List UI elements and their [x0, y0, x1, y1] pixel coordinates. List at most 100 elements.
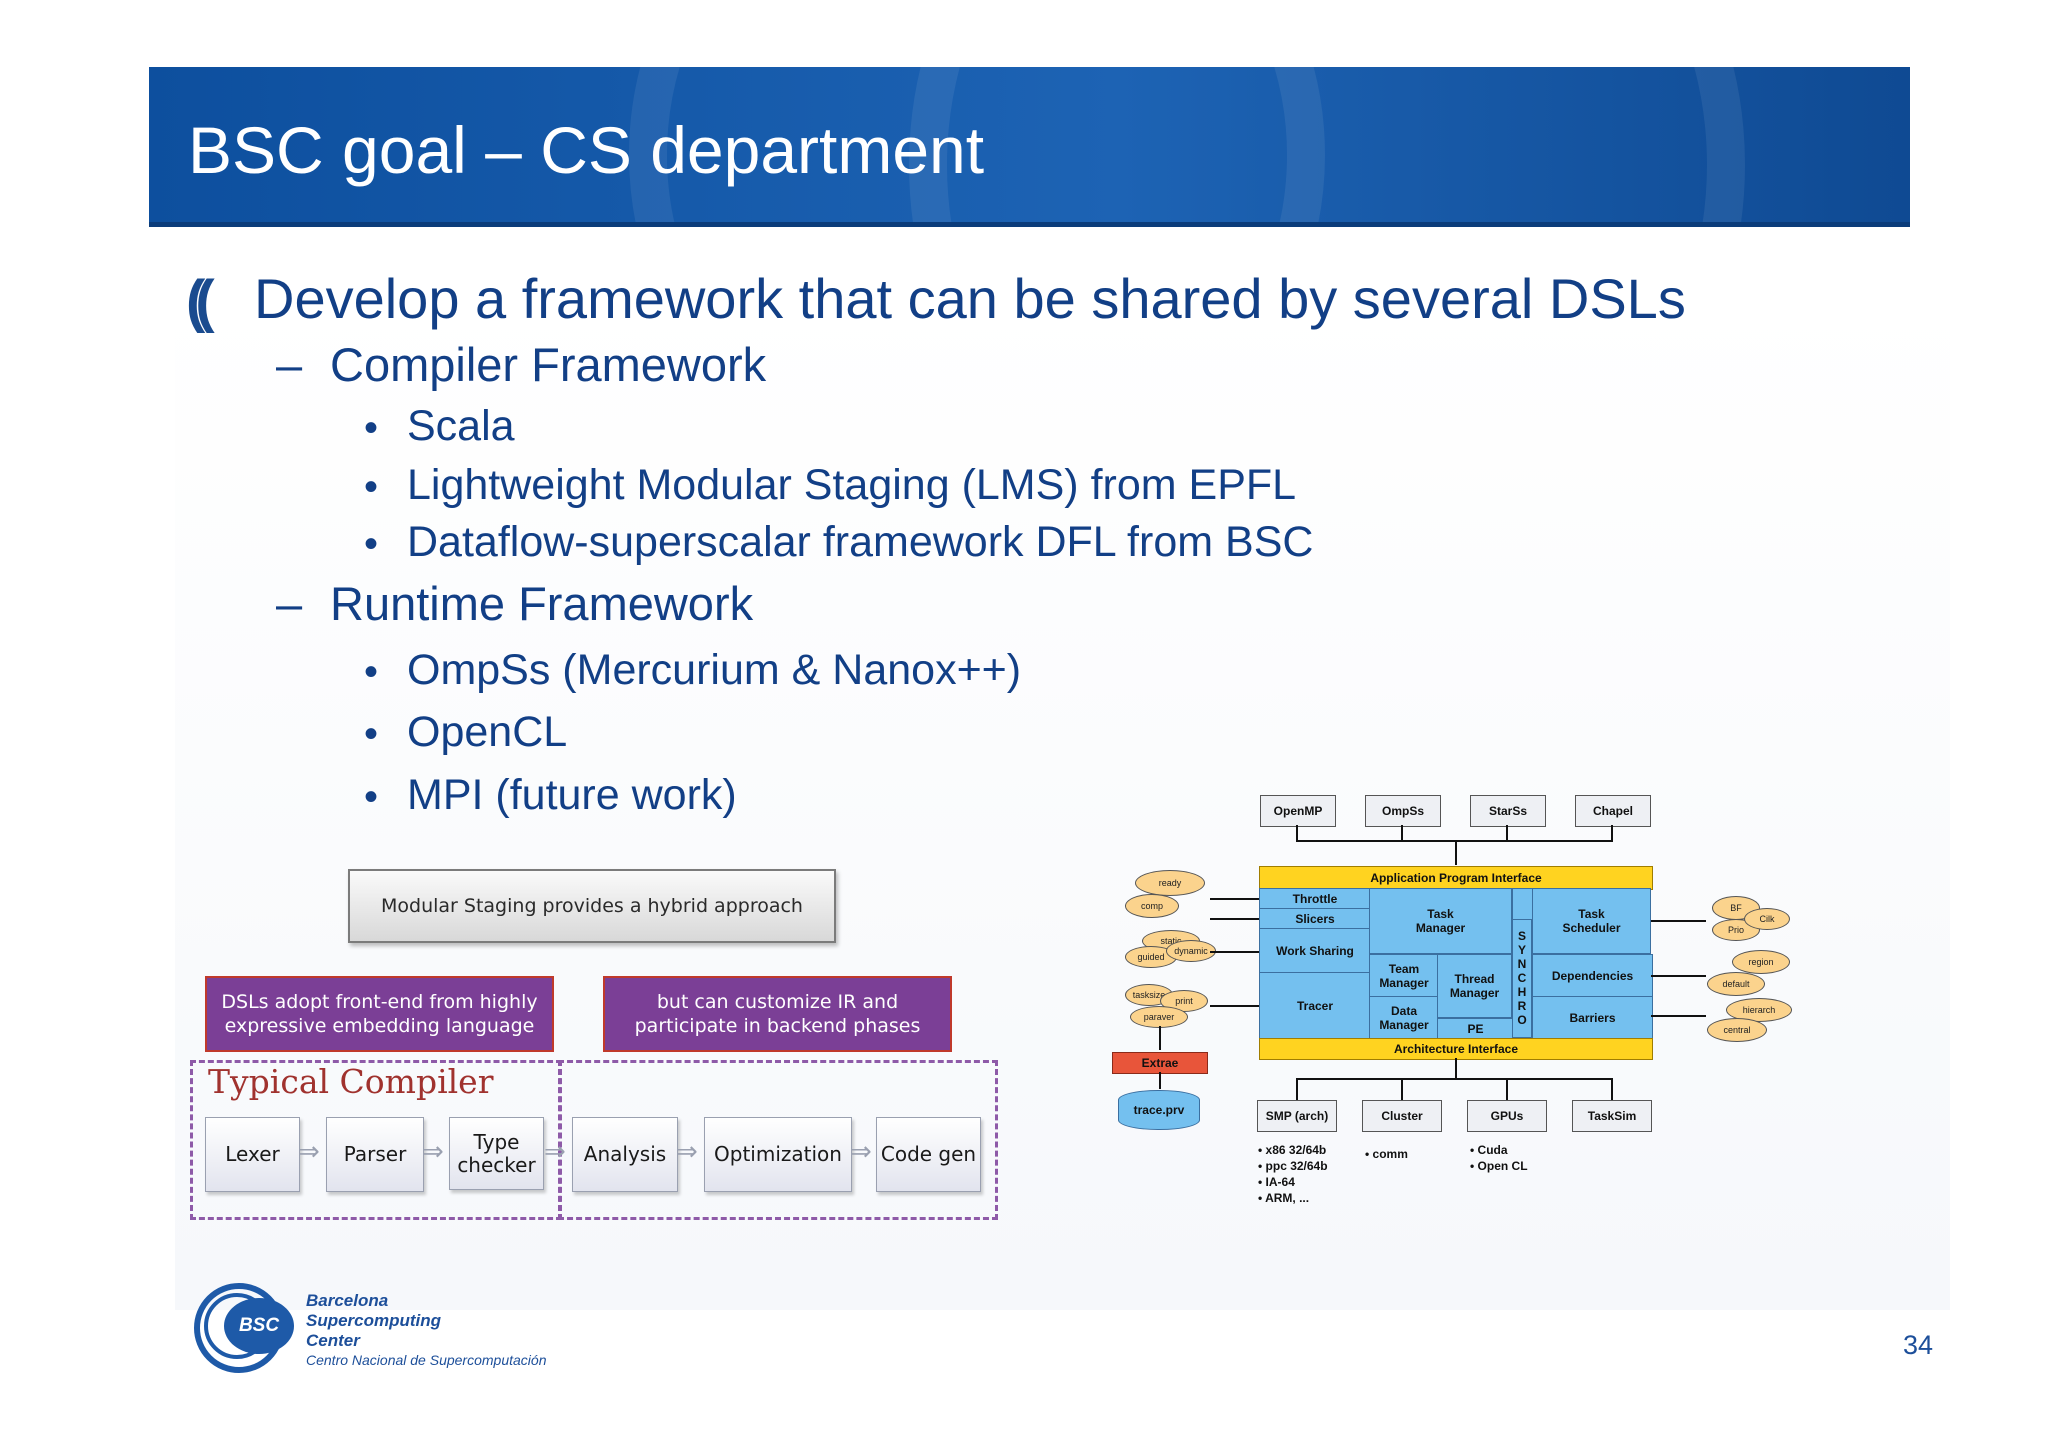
block-team-manager: Team Manager	[1369, 954, 1439, 998]
block-thread-manager: Thread Manager	[1437, 954, 1512, 1018]
block-dependencies: Dependencies	[1532, 954, 1653, 998]
connector	[1296, 840, 1613, 842]
connector	[1611, 1078, 1613, 1100]
page-number: 34	[1902, 1330, 1933, 1360]
cloud-comp: comp	[1125, 894, 1179, 918]
connector	[1296, 825, 1298, 840]
block-synchro-top	[1512, 888, 1534, 920]
block-throttle: Throttle	[1259, 888, 1371, 910]
cloud-dynamic: dynamic	[1166, 940, 1216, 962]
extrae-box: Extrae	[1112, 1052, 1208, 1074]
cloud-default: default	[1707, 972, 1765, 996]
section-dash: –	[276, 338, 303, 391]
logo-line: Barcelona	[306, 1291, 389, 1310]
cloud-region: region	[1732, 950, 1790, 974]
stage-analysis: Analysis	[572, 1117, 678, 1192]
block-pe: PE	[1437, 1018, 1514, 1040]
bullet-dot: •	[364, 712, 379, 756]
bullet-dot: •	[364, 406, 379, 450]
block-data-manager: Data Manager	[1369, 996, 1439, 1040]
stage-optimization: Optimization	[704, 1117, 852, 1192]
arrow-right-icon	[1651, 975, 1706, 977]
list-item: • ARM, ...	[1258, 1191, 1310, 1205]
arrow-right-icon	[1651, 1015, 1706, 1017]
arrow-right-icon: ⇒	[850, 1136, 872, 1166]
block-tracer: Tracer	[1259, 972, 1371, 1040]
list-item: • comm	[1365, 1147, 1408, 1161]
connector	[1455, 840, 1457, 865]
arrow-left-icon	[1210, 951, 1259, 953]
backend-note: but can customize IR and participate in …	[603, 976, 952, 1052]
target-gpus: GPUs	[1467, 1100, 1547, 1132]
target-tasksim: TaskSim	[1572, 1100, 1652, 1132]
list-item: • x86 32/64b	[1258, 1143, 1327, 1157]
cloud-central: central	[1707, 1018, 1767, 1042]
stage-type-checker: Type checker	[449, 1117, 544, 1190]
connector	[1611, 825, 1613, 840]
list-item: Dataflow-superscalar framework DFL from …	[407, 518, 1314, 566]
list-item: MPI (future work)	[407, 771, 737, 819]
slide-title: BSC goal – CS department	[188, 113, 985, 187]
connector	[1296, 1078, 1298, 1100]
target-smp: SMP (arch)	[1257, 1100, 1337, 1132]
stage-parser: Parser	[326, 1117, 424, 1192]
model-chapel: Chapel	[1575, 795, 1651, 827]
section-runtime-framework: Runtime Framework	[330, 577, 754, 630]
logo-line: Center	[306, 1331, 360, 1350]
typical-compiler-label: Typical Compiler	[208, 1062, 494, 1101]
list-item: Lightweight Modular Staging (LMS) from E…	[407, 461, 1297, 509]
target-cluster: Cluster	[1362, 1100, 1442, 1132]
arrow-left-icon	[1210, 1005, 1259, 1007]
list-item: • ppc 32/64b	[1258, 1159, 1328, 1173]
block-slicers: Slicers	[1259, 908, 1371, 930]
section-compiler-framework: Compiler Framework	[330, 338, 767, 391]
connector	[1159, 1026, 1161, 1050]
architecture-interface-bar: Architecture Interface	[1259, 1038, 1653, 1060]
list-item: Scala	[407, 402, 515, 450]
cloud-cilk: Cilk	[1744, 908, 1790, 930]
arrow-left-icon	[1210, 898, 1259, 900]
list-item: • IA-64	[1258, 1175, 1295, 1189]
bullet-marker-icon: ((	[186, 269, 214, 334]
trace-file-icon: trace.prv	[1118, 1090, 1200, 1130]
connector	[1296, 1078, 1613, 1080]
header-decoration	[909, 67, 1745, 225]
connector	[1506, 1078, 1508, 1100]
frontend-note: DSLs adopt front-end from highly express…	[205, 976, 554, 1052]
api-bar: Application Program Interface	[1259, 866, 1653, 890]
title-bar	[149, 67, 1910, 225]
model-openmp: OpenMP	[1260, 795, 1336, 827]
connector	[1401, 825, 1403, 840]
block-synchro: SYNCHRO	[1512, 918, 1532, 1038]
bullet-dot: •	[364, 650, 379, 694]
cloud-ready: ready	[1135, 870, 1205, 896]
arrow-left-icon	[1210, 918, 1259, 920]
list-item: • Open CL	[1470, 1159, 1528, 1173]
connector	[1506, 825, 1508, 840]
arrow-right-icon	[1651, 920, 1706, 922]
arrow-right-icon: ⇒	[422, 1136, 444, 1166]
arrow-right-icon: ⇒	[544, 1136, 566, 1166]
block-barriers: Barriers	[1532, 996, 1653, 1040]
stage-code-gen: Code gen	[876, 1117, 981, 1192]
list-item: OmpSs (Mercurium & Nanox++)	[407, 646, 1022, 694]
bullet-dot: •	[364, 775, 379, 819]
gpu-list: • Cuda • Open CL	[1470, 1142, 1528, 1174]
backend-group	[558, 1060, 998, 1220]
connector	[1455, 1058, 1457, 1078]
bullet-dot: •	[364, 522, 379, 566]
main-point: Develop a framework that can be shared b…	[254, 267, 1686, 330]
stage-lexer: Lexer	[205, 1117, 300, 1192]
logo-text: Barcelona Supercomputing Center	[306, 1291, 441, 1351]
smp-list: • x86 32/64b • ppc 32/64b • IA-64 • ARM,…	[1258, 1142, 1328, 1206]
modular-staging-box: Modular Staging provides a hybrid approa…	[348, 869, 836, 943]
bullet-dot: •	[364, 465, 379, 509]
cloud-paraver: paraver	[1130, 1006, 1188, 1028]
arrow-right-icon: ⇒	[298, 1136, 320, 1166]
title-bar-underline	[149, 222, 1910, 227]
logo-line: Supercomputing	[306, 1311, 442, 1330]
bsc-logo-icon: BSC	[224, 1298, 294, 1354]
logo-subtitle: Centro Nacional de Supercomputación	[306, 1352, 547, 1368]
connector	[1401, 1078, 1403, 1100]
cluster-list: • comm	[1365, 1146, 1408, 1162]
